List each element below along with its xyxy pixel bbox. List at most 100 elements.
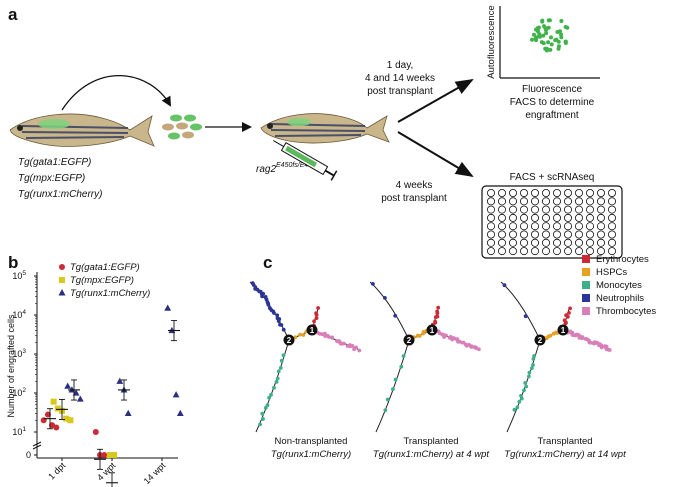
monocyte-cell xyxy=(267,395,271,400)
neutrophil-cell xyxy=(263,295,268,299)
plate-well xyxy=(586,222,595,231)
monocyte-cell xyxy=(524,384,529,389)
monocyte-cell xyxy=(531,357,536,361)
y-tick-label: 102 xyxy=(12,387,26,398)
syringe-icon xyxy=(273,140,338,181)
node-1-label: 1 xyxy=(430,326,435,335)
cell-cluster xyxy=(162,114,202,140)
plate-96-well xyxy=(481,185,623,259)
plate-well xyxy=(520,205,529,214)
legend-swatch xyxy=(582,307,590,315)
facs-dot xyxy=(532,32,536,37)
erythrocyte-cell xyxy=(314,316,319,320)
erythrocyte-cell xyxy=(568,306,572,311)
monocyte-cell xyxy=(278,366,283,370)
plate-well xyxy=(520,197,529,206)
plate-wells xyxy=(486,188,617,256)
plate-well xyxy=(508,238,517,247)
x-tick-label: 4 wpt xyxy=(95,460,118,483)
plate-well xyxy=(608,188,617,197)
upper-label-line3: post transplant xyxy=(367,86,433,97)
plate-well xyxy=(497,230,506,239)
plate-well xyxy=(608,238,617,247)
erythrocyte-cell xyxy=(564,313,568,318)
plate-well xyxy=(597,213,606,222)
legend-swatch xyxy=(582,255,590,263)
plate-well xyxy=(564,247,573,256)
monocyte-cell xyxy=(523,381,528,385)
plate-well xyxy=(542,213,551,222)
monocyte-cell xyxy=(530,366,534,370)
caption-2-line1: Transplanted xyxy=(403,436,458,447)
plate-well xyxy=(531,247,540,256)
plate-well xyxy=(608,213,617,222)
plate-well xyxy=(486,197,495,206)
plate-well xyxy=(564,197,573,206)
monocyte-cell xyxy=(279,358,284,363)
plate-well xyxy=(486,247,495,256)
plate-well xyxy=(597,188,606,197)
thrombocyte-cell xyxy=(588,340,593,345)
legend-swatch xyxy=(582,294,590,302)
plate-well xyxy=(508,188,517,197)
node-2 xyxy=(534,334,546,346)
monocyte-cell xyxy=(383,408,388,413)
plate-well xyxy=(586,213,595,222)
plate-well xyxy=(520,238,529,247)
hspc-cell xyxy=(417,334,422,338)
plate-well xyxy=(542,197,551,206)
neutrophil-cell xyxy=(523,314,528,319)
y-tick-base: 0 xyxy=(26,450,31,460)
thrombocyte-cell xyxy=(477,347,481,352)
branch-monocyte xyxy=(375,339,410,433)
plate-well xyxy=(575,247,584,256)
data-point-triangle xyxy=(64,382,72,389)
y-tick-label: 103 xyxy=(12,348,26,359)
plate-well xyxy=(608,230,617,239)
branch-neutrophil xyxy=(500,281,541,341)
plate-well xyxy=(486,230,495,239)
plate-well xyxy=(508,222,517,231)
plate-well xyxy=(520,222,529,231)
facs-dot xyxy=(541,33,546,38)
thrombocyte-cell xyxy=(585,337,590,342)
plate-well xyxy=(553,205,562,214)
neutrophil-cell xyxy=(250,281,255,286)
plate-well xyxy=(575,222,584,231)
data-point-circle xyxy=(101,452,108,458)
plate-well xyxy=(497,238,506,247)
plate-well xyxy=(508,205,517,214)
monocyte-cell xyxy=(276,369,281,374)
facs-dot xyxy=(558,29,562,34)
upper-label-line1: 1 day, xyxy=(387,60,414,71)
plate-well xyxy=(564,238,573,247)
facs-dot xyxy=(541,41,546,46)
monocyte-cell xyxy=(401,354,406,358)
plate-well xyxy=(497,213,506,222)
facs-dot xyxy=(559,19,564,23)
thrombocyte-cell xyxy=(452,336,456,341)
erythrocyte-cell xyxy=(433,319,437,324)
node-2-label: 2 xyxy=(407,336,412,345)
monocyte-cell xyxy=(281,353,286,358)
caption-3-line2: Tg(runx1:mCherry) at 14 wpt xyxy=(504,449,626,460)
upper-label-line2: 4 and 14 weeks xyxy=(365,73,435,84)
node-2 xyxy=(283,334,295,346)
data-point-circle xyxy=(53,424,60,431)
node-1 xyxy=(426,324,438,336)
caption-3-line1: Transplanted xyxy=(537,436,592,447)
thrombocyte-cell xyxy=(327,335,331,339)
hspc-cell xyxy=(548,333,553,338)
x-tick-label: 1 dpt xyxy=(46,460,68,482)
hspc-cell xyxy=(301,333,306,337)
facs-dot xyxy=(546,40,551,45)
thrombocyte-cell xyxy=(580,335,585,340)
plate-well xyxy=(586,230,595,239)
thrombocyte-cell xyxy=(341,341,346,346)
data-point-square xyxy=(50,398,57,405)
legend-label: Monocytes xyxy=(596,280,642,291)
data-point-triangle xyxy=(76,395,84,402)
plate-well xyxy=(597,247,606,256)
monocyte-cell xyxy=(261,417,265,421)
